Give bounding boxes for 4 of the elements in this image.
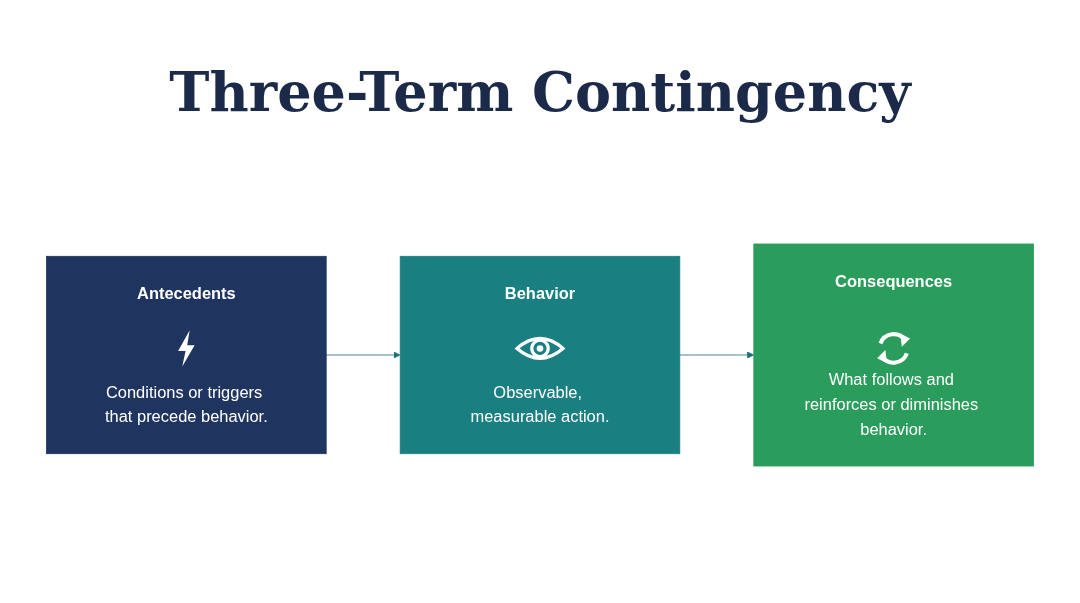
title: Three-Term Contingency: [168, 59, 913, 124]
node-box: Behavior Observable, measurable action.: [399, 255, 681, 455]
node-box: Antecedents Conditions or triggers that precede behavior.: [46, 255, 327, 455]
node-box: Consequences What follows and reinforces or diminishes behavior.: [753, 243, 1034, 467]
